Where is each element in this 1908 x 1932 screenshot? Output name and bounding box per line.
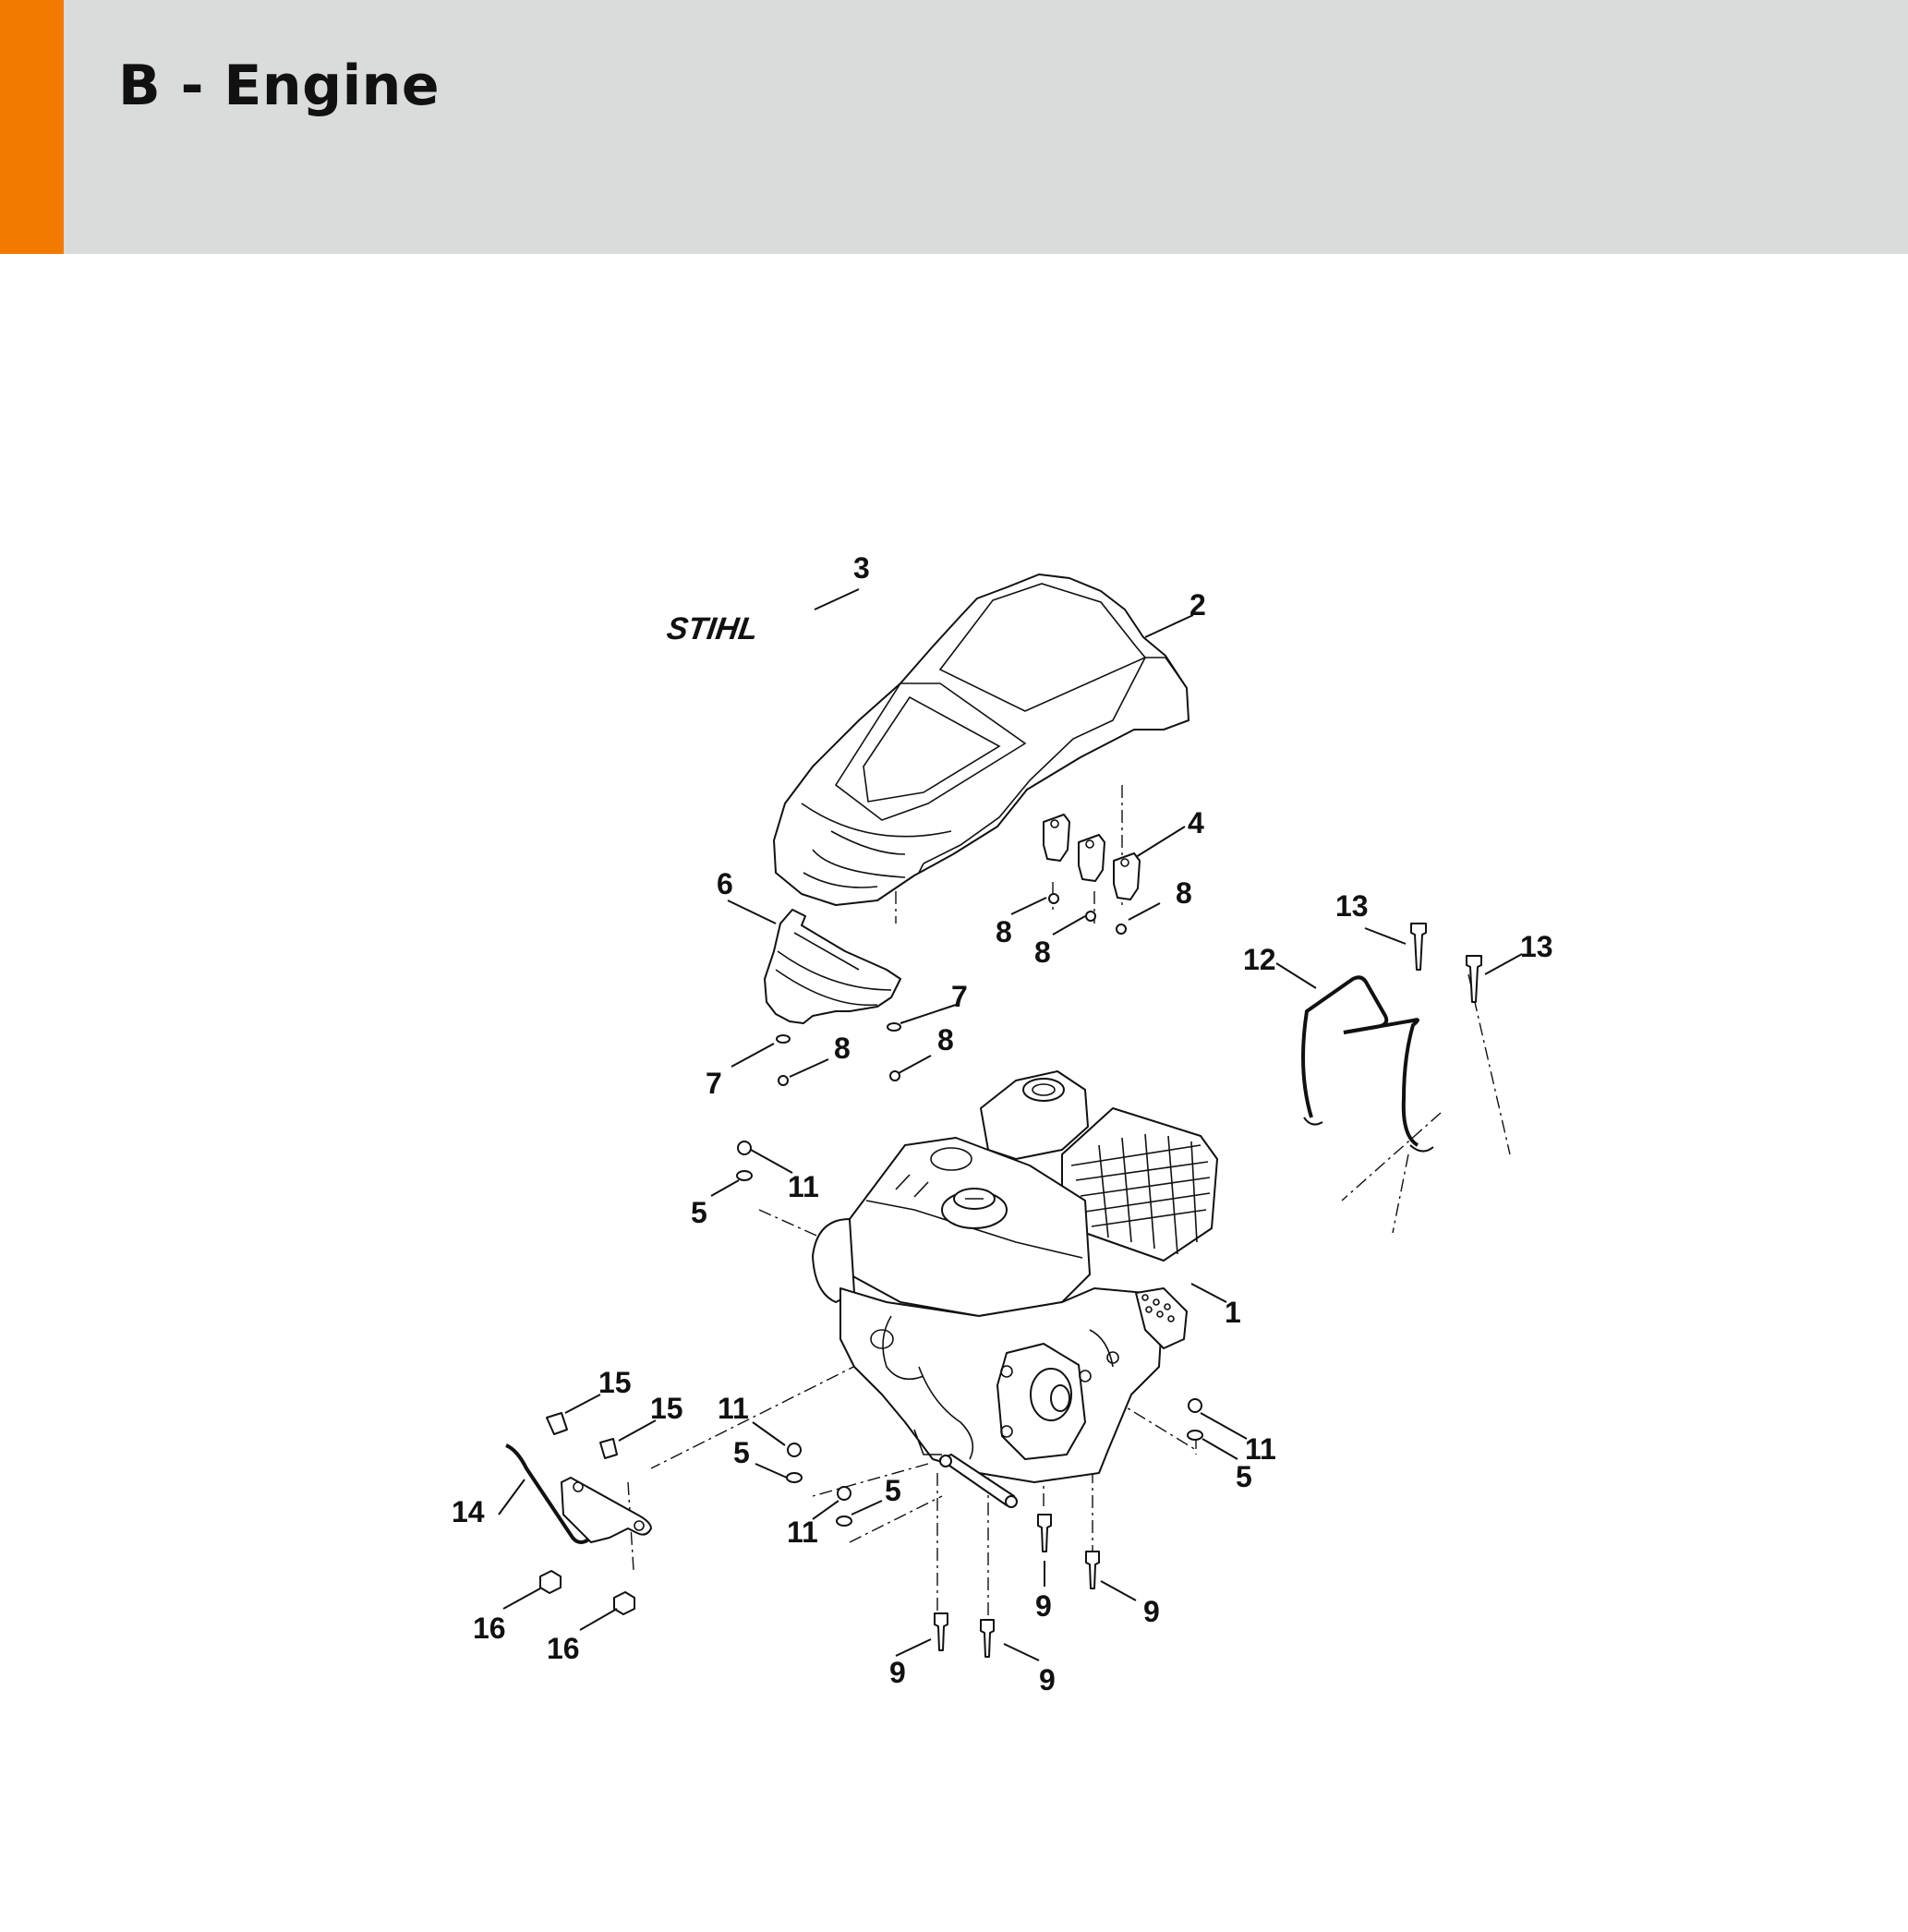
callout-9: 9 (889, 1656, 906, 1689)
callout-5: 5 (1236, 1460, 1252, 1493)
callout-8: 8 (937, 1023, 954, 1057)
mount-bracket (505, 1443, 652, 1544)
callout-5: 5 (885, 1474, 901, 1507)
callout-11: 11 (718, 1392, 749, 1425)
callout-4: 4 (1188, 806, 1204, 839)
callout-12: 12 (1243, 943, 1276, 976)
screws-upper (1048, 893, 1127, 935)
washers-and-screws-lower (776, 1022, 901, 1086)
callout-2: 2 (1189, 588, 1206, 622)
bolts-15 (546, 1412, 618, 1459)
engine (812, 1070, 1218, 1508)
leader-lines (498, 588, 1523, 1661)
callout-8: 8 (834, 1032, 851, 1065)
callout-9: 9 (1035, 1589, 1052, 1623)
callout-8: 8 (1034, 936, 1051, 969)
callout-1: 1 (1225, 1296, 1241, 1329)
hood-retainer-clips (1043, 814, 1141, 900)
callout-14: 14 (452, 1495, 485, 1528)
callout-9: 9 (1143, 1595, 1160, 1628)
callout-8: 8 (996, 915, 1012, 948)
header-bar: B - Engine (0, 0, 1908, 254)
callout-5: 5 (691, 1196, 707, 1229)
callout-8: 8 (1176, 876, 1192, 910)
callout-9: 9 (1039, 1663, 1056, 1697)
callout-13: 13 (1335, 889, 1369, 923)
engine-hood (773, 574, 1189, 906)
callout-5: 5 (733, 1436, 750, 1469)
bolts-13 (1410, 923, 1482, 1003)
page-title: B - Engine (118, 54, 441, 118)
callout-11: 11 (1245, 1432, 1276, 1466)
callout-16: 16 (547, 1632, 580, 1665)
bolts-9 (934, 1514, 1100, 1658)
nuts-and-washers (736, 1141, 1203, 1527)
front-cover (764, 909, 901, 1024)
header-accent-stripe (0, 0, 64, 254)
callout-15: 15 (650, 1392, 683, 1425)
callout-7: 7 (951, 980, 968, 1013)
callout-7: 7 (706, 1067, 722, 1100)
callout-13: 13 (1520, 930, 1553, 963)
nuts-16 (539, 1570, 635, 1615)
callout-11: 11 (787, 1515, 818, 1549)
callout-16: 16 (473, 1612, 506, 1645)
callout-11: 11 (788, 1170, 819, 1203)
callout-6: 6 (717, 867, 733, 900)
stihl-logo-decal: STIHL (665, 611, 761, 646)
callout-3: 3 (853, 551, 870, 585)
callout-numbers: 3 2 4 8 8 8 6 7 8 7 8 13 12 13 11 5 1 15… (452, 551, 1553, 1697)
guide-bar (1301, 975, 1434, 1153)
callout-15: 15 (598, 1366, 632, 1399)
